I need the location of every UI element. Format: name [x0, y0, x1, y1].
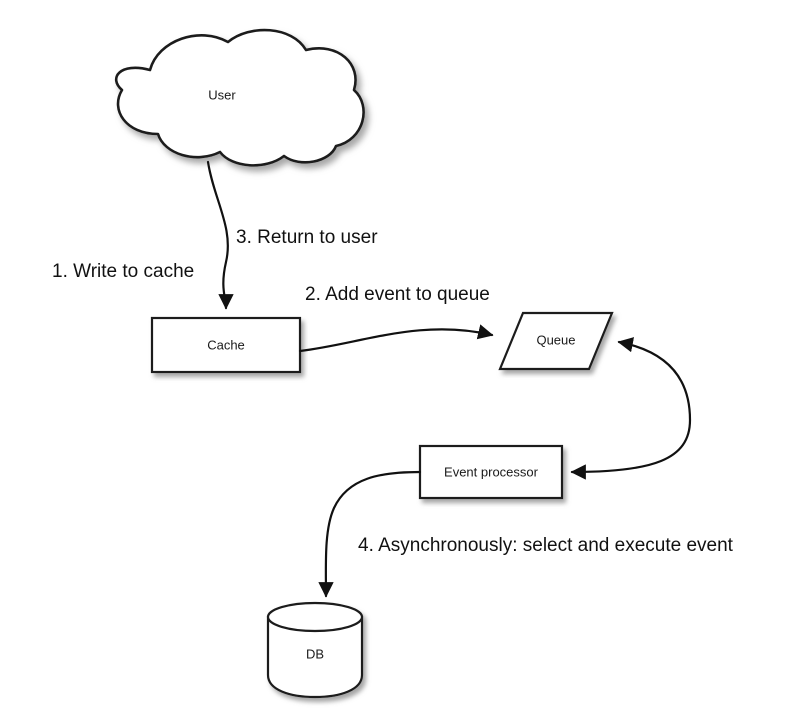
edge-event-processor-to-db: [318, 470, 422, 598]
node-event-processor-label: Event processor: [444, 464, 539, 479]
node-cache[interactable]: Cache: [150, 316, 302, 374]
edge-queue-event-processor: [570, 337, 692, 480]
step-label-3: 3. Return to user: [236, 227, 378, 248]
node-cache-label: Cache: [207, 337, 245, 352]
edge-cache-to-queue: [298, 324, 494, 353]
node-queue[interactable]: Queue: [498, 311, 614, 371]
node-db-label: DB: [306, 646, 324, 661]
step-label-4: 4. Asynchronously: select and execute ev…: [358, 535, 734, 556]
edge-user-to-cache: [206, 160, 234, 310]
node-user[interactable]: User: [115, 28, 365, 167]
node-user-label: User: [208, 87, 236, 102]
node-db[interactable]: DB: [266, 601, 364, 699]
step-label-1: 1. Write to cache: [52, 261, 194, 282]
node-event-processor[interactable]: Event processor: [418, 444, 564, 500]
node-queue-label: Queue: [536, 332, 575, 347]
step-label-2: 2. Add event to queue: [305, 284, 490, 305]
